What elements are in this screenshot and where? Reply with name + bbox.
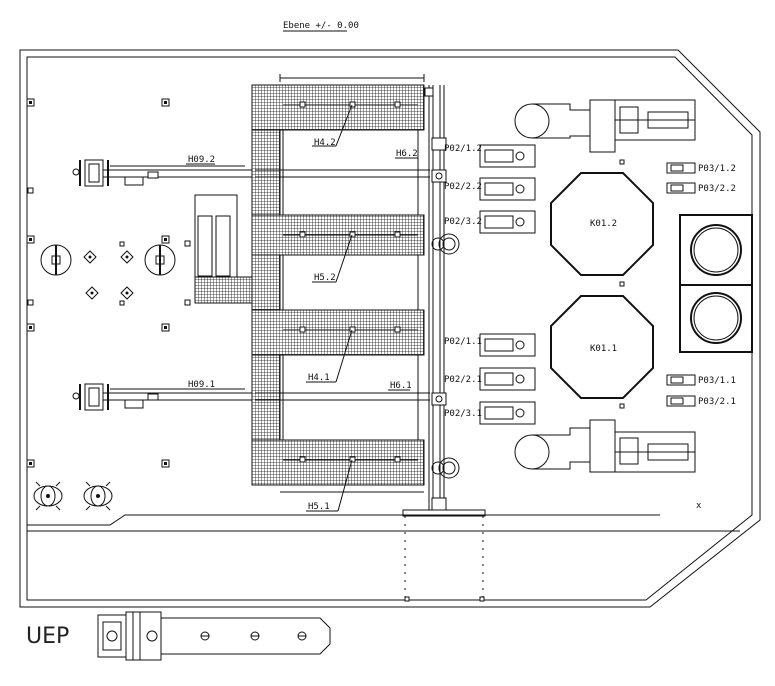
- label-k01-1: K01.1: [590, 344, 617, 354]
- blower-top: [514, 99, 696, 153]
- label-p03-1-2: P03/1.2: [698, 164, 736, 174]
- p02-pumps-lower: [479, 333, 536, 425]
- h09-1-conveyor: [72, 383, 255, 411]
- label-h09-1: H09.1: [188, 380, 215, 390]
- building-outline-outer: [19, 49, 761, 608]
- hopper: [194, 194, 256, 304]
- uep-unit: [97, 611, 331, 661]
- label-k01-2: K01.2: [590, 219, 617, 229]
- label-uep: UEP: [26, 624, 69, 649]
- x-mark: x: [696, 501, 702, 511]
- p02-pumps-upper: [479, 144, 536, 234]
- main-grid-frame: [251, 74, 430, 493]
- label-h09-2: H09.2: [188, 155, 215, 165]
- label-p03-1-1: P03/1.1: [698, 376, 736, 386]
- label-p02-1-1: P02/1.1: [444, 337, 482, 347]
- tank-k01-1: [550, 295, 654, 399]
- label-h5-1: H5.1: [308, 502, 330, 512]
- vertical-rail: [424, 85, 460, 511]
- label-h6-2: H6.2: [396, 149, 418, 159]
- tank-k01-2: [550, 172, 654, 276]
- p03-pumps: [666, 162, 696, 407]
- h09-2-conveyor: [72, 159, 255, 187]
- label-p03-2-1: P03/2.1: [698, 397, 736, 407]
- label-h5-2: H5.2: [314, 273, 336, 283]
- bottom-left-fans: [33, 481, 113, 511]
- right-storage-tanks: [679, 214, 753, 353]
- label-h6-1: H6.1: [390, 381, 412, 391]
- label-h4-1: H4.1: [308, 373, 330, 383]
- label-p02-2-2: P02/2.2: [444, 182, 482, 192]
- building-outline-inner: [26, 56, 753, 601]
- label-p02-2-1: P02/2.1: [444, 375, 482, 385]
- label-p02-3-1: P02/3.1: [444, 409, 482, 419]
- drawing-title: Ebene +/- 0.00: [283, 21, 359, 31]
- blower-bottom: [514, 419, 696, 473]
- left-round-units: [40, 241, 176, 306]
- label-p02-3-2: P02/3.2: [444, 217, 482, 227]
- label-h4-2: H4.2: [314, 138, 336, 148]
- label-p03-2-2: P03/2.2: [698, 184, 736, 194]
- label-p02-1-2: P02/1.2: [444, 144, 482, 154]
- bottom-opening: [402, 509, 486, 602]
- columns: [26, 98, 191, 468]
